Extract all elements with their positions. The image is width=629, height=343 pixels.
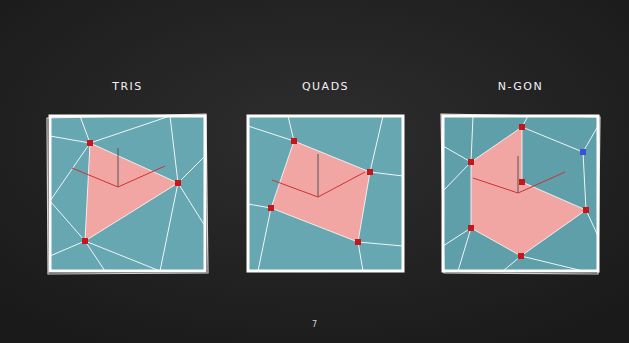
panel-art — [288, 116, 294, 141]
panel-art — [443, 116, 598, 271]
panel-art — [473, 178, 518, 193]
panel-art — [518, 172, 565, 193]
panel-art — [160, 183, 178, 271]
panel-art — [272, 180, 318, 197]
panel-art — [248, 126, 294, 141]
panel-art — [118, 166, 165, 187]
panel-art — [50, 201, 85, 241]
panel-art — [586, 210, 598, 236]
panel-art — [471, 127, 586, 256]
mesh-panel: QUADS — [248, 80, 403, 271]
page-number: 7 — [312, 320, 317, 329]
panel-art — [170, 116, 178, 183]
panel-art — [248, 116, 403, 271]
panel-art — [50, 136, 90, 143]
panel-art — [583, 126, 598, 152]
panel-art — [468, 159, 474, 165]
panel-art — [443, 116, 598, 271]
panel-art — [443, 162, 471, 191]
ngon-illustration — [441, 114, 600, 274]
panel-art — [441, 114, 600, 274]
panel-art — [178, 183, 205, 226]
panel-art — [519, 124, 525, 130]
panel-art — [248, 116, 403, 271]
panel-art — [82, 238, 88, 244]
panel-art — [72, 168, 118, 187]
quads-illustration — [248, 116, 403, 271]
panel-art — [50, 116, 205, 271]
panel-art — [72, 148, 165, 187]
panel-title: QUADS — [248, 80, 403, 93]
panel-art — [248, 204, 271, 208]
panel-title: N-GON — [443, 80, 598, 93]
panel-art — [370, 116, 383, 172]
panel-art — [580, 149, 586, 155]
panel-art — [318, 172, 365, 197]
panel-art — [473, 156, 565, 193]
panel-art — [82, 140, 181, 244]
panel-art — [518, 156, 519, 193]
panel-art — [50, 143, 90, 201]
panel-art — [118, 148, 119, 187]
panel-art — [291, 138, 297, 144]
panel-art — [521, 256, 583, 271]
panel-art — [271, 141, 370, 242]
panel-art — [355, 239, 361, 245]
panel-art — [518, 253, 524, 259]
mesh-panel: N-GON — [443, 80, 598, 271]
panel-art — [468, 124, 589, 259]
panel-art — [318, 154, 319, 197]
panel-art — [522, 127, 583, 152]
panel-art — [583, 152, 586, 210]
panel-art — [268, 205, 274, 211]
panel-art — [50, 116, 205, 271]
panel-art — [583, 207, 589, 213]
panel-art — [80, 116, 90, 143]
panel-art — [370, 172, 403, 176]
panel-art — [519, 179, 525, 185]
tris-illustration — [47, 114, 208, 274]
panel-art — [47, 114, 208, 274]
panel-art — [358, 242, 363, 271]
panel-art — [358, 242, 403, 246]
panel-art — [50, 241, 85, 256]
panel-art — [272, 154, 365, 197]
panel-art — [443, 146, 471, 162]
panel-art — [468, 225, 474, 231]
panel-art — [85, 143, 178, 241]
panel-title: TRIS — [50, 80, 205, 93]
panel-art — [367, 169, 373, 175]
panel-art — [87, 140, 93, 146]
panel-art — [50, 116, 205, 271]
panel-art — [471, 116, 473, 162]
panel-art — [175, 180, 181, 186]
panel-art — [178, 156, 205, 183]
panel-art — [90, 116, 170, 143]
panel-art — [85, 241, 160, 271]
panel-art — [248, 116, 403, 271]
mesh-panel: TRIS — [50, 80, 205, 271]
panel-art — [443, 116, 598, 271]
panel-art — [258, 208, 271, 271]
panel-art — [458, 228, 471, 271]
panel-art — [268, 138, 373, 245]
